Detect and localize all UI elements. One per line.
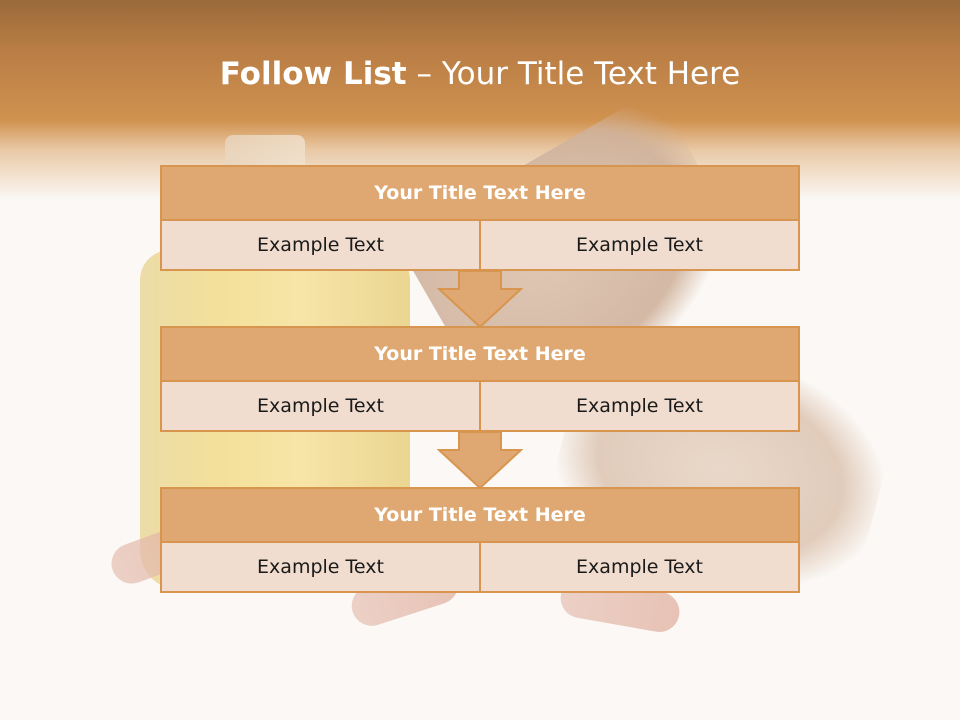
slide-title-bold: Follow List: [219, 56, 407, 92]
block-cell-right: Example Text: [481, 221, 800, 271]
block-row: Example Text Example Text: [160, 543, 800, 593]
block-row: Example Text Example Text: [160, 382, 800, 432]
block-cell-left: Example Text: [160, 543, 481, 593]
down-arrow-icon: [437, 432, 523, 488]
block-cell-right: Example Text: [481, 543, 800, 593]
block-cell-left: Example Text: [160, 221, 481, 271]
block-title: Your Title Text Here: [160, 487, 800, 543]
list-block-2: Your Title Text Here Example Text Exampl…: [160, 326, 800, 432]
list-block-1: Your Title Text Here Example Text Exampl…: [160, 165, 800, 271]
block-title: Your Title Text Here: [160, 326, 800, 382]
block-row: Example Text Example Text: [160, 221, 800, 271]
list-block-3: Your Title Text Here Example Text Exampl…: [160, 487, 800, 593]
slide-title: Follow List – Your Title Text Here: [0, 56, 960, 92]
down-arrow-icon: [437, 271, 523, 327]
block-cell-right: Example Text: [481, 382, 800, 432]
slide-title-rest: – Your Title Text Here: [416, 56, 741, 92]
block-title: Your Title Text Here: [160, 165, 800, 221]
block-cell-left: Example Text: [160, 382, 481, 432]
